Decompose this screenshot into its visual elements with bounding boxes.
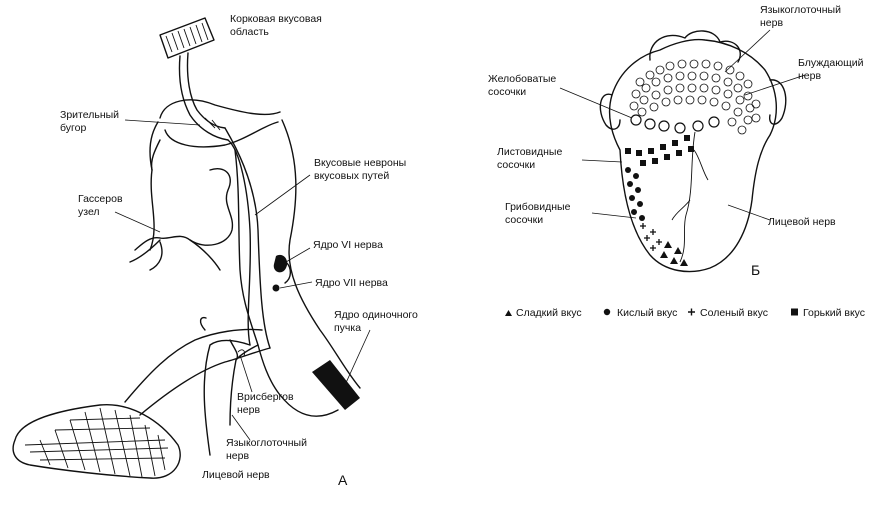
label-glossopharyngeal-b-1: Языкоглоточный	[760, 4, 841, 16]
label-fungiform-1: Грибовидные	[505, 201, 571, 213]
square-icon	[791, 308, 798, 316]
leader-glossopharyngeal-b	[724, 29, 771, 73]
cortical-fibre-2	[186, 52, 226, 129]
label-facial-nerve-a: Лицевой нерв	[202, 469, 270, 481]
root-papillae	[629, 59, 761, 135]
gasserian-ganglion-shape	[129, 168, 234, 271]
leader-wrisberg	[239, 354, 253, 393]
label-gasserian-2: узел	[78, 206, 100, 218]
brainstem-outline-right	[281, 119, 361, 389]
legend-label-bitter: Горький вкус	[803, 307, 865, 319]
label-cortical-area-2: область	[230, 26, 269, 38]
label-nucleus-vii: Ядро VII нерва	[315, 277, 388, 289]
sour-zone	[625, 167, 645, 221]
legend: Сладкий вкус Кислый вкус Соленый вкус Го…	[505, 307, 865, 319]
solitary-nucleus-shape	[312, 360, 360, 410]
label-thalamus-2: бугор	[60, 122, 86, 134]
leader-glossopharyngeal	[231, 414, 251, 441]
label-wrisberg-1: Врисбергов	[237, 391, 294, 403]
legend-label-salty: Соленый вкус	[700, 307, 768, 319]
taste-tract-1	[227, 139, 252, 346]
label-thalamus-1: Зрительный	[60, 109, 119, 121]
nucleus-vi-shape	[273, 254, 288, 273]
label-solitary-2: пучка	[334, 322, 361, 334]
leader-nucleus-vii	[279, 281, 313, 289]
legend-item-salty: Соленый вкус	[688, 307, 768, 319]
label-glossopharyngeal-b-2: нерв	[760, 17, 783, 29]
label-glossopharyngeal-a-1: Языкоглоточный	[226, 437, 307, 449]
label-wrisberg-2: нерв	[237, 404, 260, 416]
leader-circumvallate	[559, 87, 633, 119]
leader-foliate	[581, 159, 623, 163]
panel-letter-b: Б	[751, 262, 760, 278]
label-foliate-1: Листовидные	[497, 146, 562, 158]
salty-zone	[640, 223, 662, 251]
epiglottis-shape	[649, 30, 741, 63]
label-solitary-1: Ядро одиночного	[334, 309, 418, 321]
figure-a-pathway: Корковая вкусовая область Зрительный буг…	[12, 13, 418, 488]
nerve-bundle	[124, 328, 263, 403]
leader-solitary	[344, 329, 371, 386]
tongue-a-shape	[12, 404, 181, 479]
leader-fungiform	[591, 212, 637, 219]
leader-facial-b	[727, 204, 771, 221]
label-vagus-2: нерв	[798, 70, 821, 82]
glossopharyngeal-nerve-path	[139, 347, 271, 416]
thalamus-shape	[149, 99, 281, 171]
cortical-area-shape	[159, 17, 215, 59]
cortical-fibre	[178, 55, 229, 141]
figure-b-tongue: Языкоглоточный нерв Блуждающий нерв Жело…	[488, 4, 864, 278]
sweet-zone	[660, 241, 688, 266]
panel-letter-a: А	[338, 472, 348, 488]
label-fungiform-2: сосочки	[505, 214, 543, 226]
label-circumvallate-2: сосочки	[488, 86, 526, 98]
label-taste-neurons-1: Вкусовые невроны	[314, 157, 406, 169]
label-nucleus-vi: Ядро VI нерва	[313, 239, 383, 251]
taste-tract-2	[224, 127, 271, 349]
legend-label-sour: Кислый вкус	[617, 307, 677, 319]
label-glossopharyngeal-a-2: нерв	[226, 450, 249, 462]
label-foliate-2: сосочки	[497, 159, 535, 171]
leader-taste-neurons	[254, 174, 311, 216]
nucleus-vii-shape	[272, 284, 280, 292]
facial-nerve-path	[203, 339, 251, 456]
plus-icon	[688, 308, 695, 316]
leader-gasserian	[114, 211, 161, 233]
bitter-zone	[625, 135, 694, 166]
circle-icon	[603, 308, 611, 316]
triangle-icon	[505, 310, 512, 316]
legend-item-sour: Кислый вкус	[603, 307, 677, 319]
label-vagus-1: Блуждающий	[798, 57, 864, 69]
circumvallate-papillae	[630, 114, 720, 134]
label-gasserian-1: Гассеров	[78, 193, 123, 205]
median-furrow	[679, 131, 696, 263]
leader-nucleus-vi	[285, 247, 311, 263]
label-taste-neurons-2: вкусовых путей	[314, 170, 389, 182]
brainstem-inner	[234, 149, 339, 417]
label-facial-nerve-b: Лицевой нерв	[768, 216, 836, 228]
brainstem-outline-left	[149, 139, 161, 251]
label-circumvallate-1: Желобоватые	[488, 73, 556, 85]
leader-vagus	[744, 74, 806, 96]
leader-thalamus	[124, 119, 201, 126]
legend-label-sweet: Сладкий вкус	[516, 307, 582, 319]
label-cortical-area-1: Корковая вкусовая	[230, 13, 322, 25]
legend-item-bitter: Горький вкус	[791, 307, 865, 319]
legend-item-sweet: Сладкий вкус	[505, 307, 582, 319]
